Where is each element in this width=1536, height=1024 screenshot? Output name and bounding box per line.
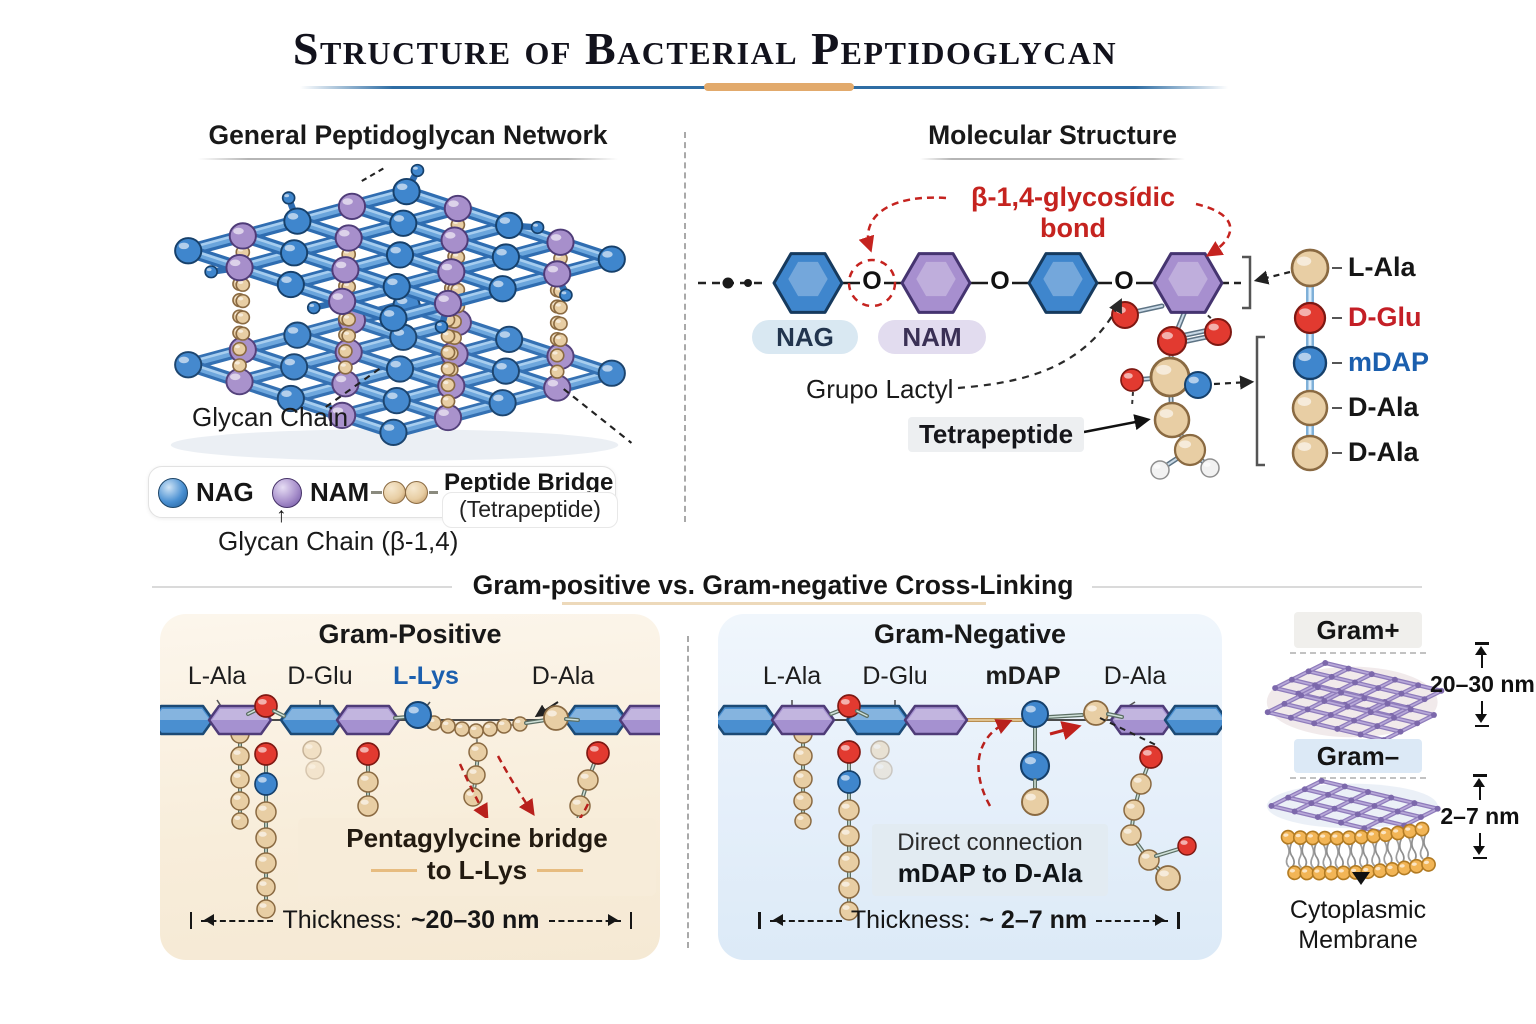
residue-label: D-Glu: [1348, 302, 1422, 332]
crosslinking-heading: Gram-positive vs. Gram-negative Cross-Li…: [472, 570, 1074, 600]
title-divider: [300, 83, 1228, 91]
residue-label: L-Ala: [1348, 252, 1416, 282]
measure-bar: [758, 912, 761, 929]
panel-divider-vertical: [687, 636, 689, 948]
oxygen-atom-label: O: [1114, 267, 1134, 295]
tetrapeptide-label: Tetrapeptide: [908, 417, 1084, 452]
cytoplasmic-membrane-label: Cytoplasmic Membrane: [1289, 896, 1427, 954]
bead-link-left: [371, 491, 382, 494]
residue-label: L-Ala: [762, 662, 822, 690]
molecular-heading: Molecular Structure: [920, 120, 1185, 160]
callout-line2: mDAP to D-Ala: [897, 858, 1083, 888]
glycan-beta-label: Glycan Chain (β-1,4): [218, 526, 459, 556]
legend-nag-label: NAG: [196, 477, 254, 507]
legend-bridge-label: Peptide Bridge: [444, 469, 614, 496]
arrow-up-icon: [1475, 642, 1488, 668]
residue-label: D-Ala: [1348, 437, 1419, 467]
legend-nam-label: NAM: [310, 477, 370, 507]
arrow-down-icon: [1475, 701, 1488, 727]
gram-minus-measure: 2–7 nm: [1432, 774, 1528, 859]
glycosidic-bond-label: β-1,4-glycosídic bond: [970, 182, 1176, 243]
gram-negative-callout: Direct connection mDAP to D-Ala: [872, 824, 1108, 896]
dashed-rule: [1290, 777, 1426, 779]
callout-line1: Direct connection: [897, 829, 1083, 856]
residue-label: D-Ala: [1348, 392, 1419, 422]
network-heading: General Peptidoglycan Network: [198, 120, 618, 160]
callout-line2: to L-Lys: [298, 855, 656, 886]
gram-plus-measure: 20–30 nm: [1430, 642, 1535, 727]
legend-tetrapeptide-label: (Tetrapeptide): [442, 492, 618, 528]
gram-minus-wall-illustration: [1266, 777, 1441, 834]
heading-rule-right: [1092, 586, 1422, 588]
dashed-rule: [1290, 652, 1426, 654]
gram-negative-thickness: Thickness: ~ 2–7 nm: [758, 906, 1180, 935]
residue-label: mDAP: [1348, 347, 1430, 377]
dashed-arrow-left-icon: [201, 914, 274, 926]
glycan-chain-label: Glycan Chain: [192, 402, 349, 432]
up-arrow-icon: ↑: [276, 504, 287, 527]
gram-minus-label: Gram–: [1294, 739, 1422, 773]
gram-plus-label: Gram+: [1294, 612, 1422, 648]
arrow-down-icon: [1473, 833, 1486, 859]
arrow-down-icon: [1352, 872, 1370, 894]
bead-link-right: [429, 491, 438, 494]
oxygen-atom-label: O: [862, 267, 882, 295]
residue-label: D-Glu: [862, 662, 928, 690]
gram-plus-wall-illustration: [1264, 659, 1445, 742]
section-divider-vertical: [684, 132, 686, 522]
peptidoglycan-network-illustration: [170, 163, 633, 461]
residue-label: D-Ala: [1103, 662, 1167, 690]
callout-line1: Pentagylycine bridge: [346, 823, 608, 853]
residue-label: D-Glu: [287, 662, 353, 690]
gram-negative-illustration: [718, 694, 1222, 921]
measure-bar: [190, 912, 193, 929]
nam-pill-label: NAM: [878, 320, 986, 354]
gram-positive-thickness: Thickness: ~20–30 nm: [190, 906, 632, 935]
residue-label: L-Ala: [187, 662, 247, 690]
lactyl-group-label: Grupo Lactyl: [806, 374, 954, 404]
gram-positive-callout: Pentagylycine bridge to L-Lys: [298, 818, 656, 896]
dashed-arrow-right-icon: [548, 914, 621, 926]
residue-label: mDAP: [985, 662, 1061, 690]
lipid-bilayer-illustration: [1280, 821, 1436, 881]
page-title: Structure of Bacterial Peptidoglycan: [292, 23, 1118, 74]
gram-negative-heading: Gram-Negative: [873, 619, 1067, 649]
gram-positive-heading: Gram-Positive: [318, 619, 502, 649]
residue-label: L-Lys: [393, 662, 459, 690]
molecular-structure-illustration: [698, 196, 1342, 480]
dashed-arrow-left-icon: [769, 914, 842, 926]
heading-accent: [562, 602, 986, 605]
arrow-up-icon: [1473, 774, 1486, 800]
title-divider-accent: [704, 83, 854, 91]
measure-bar: [1177, 912, 1180, 929]
accent-rule: [370, 868, 417, 872]
peptide-bridge-icon: [405, 481, 428, 504]
residue-label: D-Ala: [531, 662, 595, 690]
peptide-bridge-icon: [383, 481, 406, 504]
nag-sphere-icon: [158, 478, 188, 508]
nag-pill-label: NAG: [752, 320, 858, 354]
oxygen-atom-label: O: [990, 267, 1010, 295]
nam-sphere-icon: [272, 478, 302, 508]
accent-rule: [537, 868, 584, 872]
measure-bar: [629, 912, 632, 929]
dashed-arrow-right-icon: [1096, 914, 1169, 926]
heading-rule-left: [152, 586, 452, 588]
